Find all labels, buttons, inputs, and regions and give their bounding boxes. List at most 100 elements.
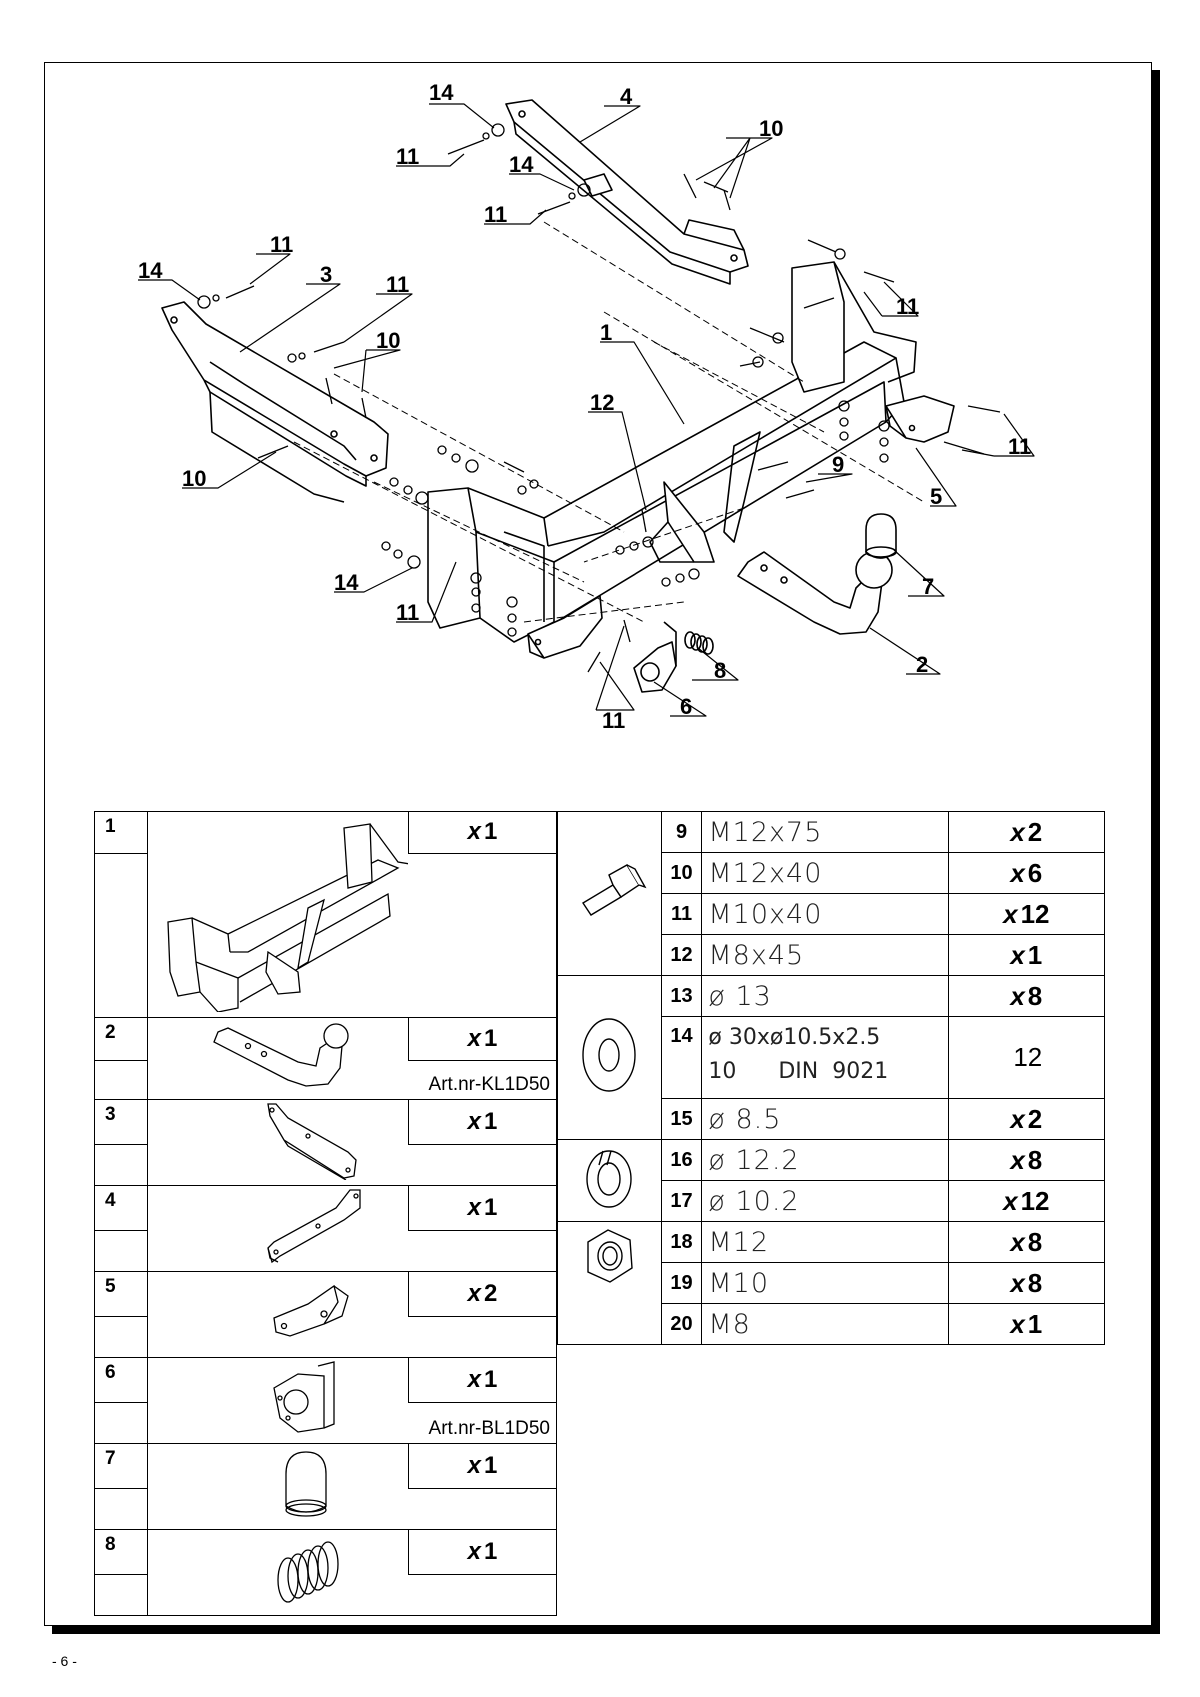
times-sign: x — [467, 1280, 481, 1308]
part-image-cell — [557, 1221, 662, 1345]
qty-value: 1 — [483, 1194, 498, 1222]
callout-label: 7 — [922, 574, 934, 599]
callout-label: 10 — [759, 116, 783, 141]
qty-value: 1 — [483, 1366, 498, 1394]
spring-8-drawing — [684, 631, 714, 655]
leader-lines — [138, 103, 1035, 717]
qty-value: 1 — [1027, 1308, 1043, 1339]
times-sign: x — [1010, 1267, 1025, 1298]
part-image-cell — [146, 1017, 409, 1100]
part-number: 7 — [94, 1442, 148, 1490]
flat-washer-icon — [582, 1018, 637, 1092]
part-spec: ø 8.5 — [701, 1098, 949, 1140]
times-sign: x — [1010, 816, 1025, 847]
part-number: 2 — [94, 1016, 148, 1062]
part-number: 20 — [660, 1303, 703, 1345]
part-spec: M12x75 — [701, 811, 949, 853]
part-spec: M10x40 — [701, 893, 949, 935]
towball-neck-icon — [213, 1023, 349, 1087]
times-sign: x — [1010, 980, 1025, 1011]
qty-value: 8 — [1027, 980, 1043, 1011]
bracket-left-icon — [267, 1103, 357, 1181]
part-number: 18 — [660, 1221, 703, 1263]
part-number: 6 — [94, 1356, 148, 1404]
callout-label: 3 — [320, 262, 332, 287]
part-number: 16 — [660, 1139, 703, 1181]
callout-label: 14 — [429, 80, 454, 105]
part-spec: M8 — [701, 1303, 949, 1345]
part-image-cell — [557, 1139, 662, 1222]
callout-label: 4 — [620, 84, 633, 109]
spec-line-2: 10 DIN 9021 — [708, 1059, 889, 1084]
qty-value: 8 — [1027, 1267, 1043, 1298]
times-sign: x — [1010, 1226, 1025, 1257]
part-number: 4 — [94, 1184, 148, 1232]
qty-value: 2 — [483, 1280, 498, 1308]
spring-washer-icon — [586, 1150, 633, 1208]
part-image-cell — [146, 1357, 409, 1444]
qty-value: 1 — [483, 1452, 498, 1480]
part-image-cell — [146, 1443, 409, 1530]
times-sign: x — [1010, 1144, 1025, 1175]
qty-value: 2 — [1027, 816, 1043, 847]
part-number: 19 — [660, 1262, 703, 1304]
callout-label: 10 — [376, 328, 400, 353]
angle-plate-icon — [273, 1284, 349, 1337]
part-spec: M12x40 — [701, 852, 949, 894]
part-number: 12 — [660, 934, 703, 976]
times-sign: x — [467, 1452, 481, 1480]
times-sign: x — [1003, 1185, 1018, 1216]
times-sign: x — [1003, 898, 1018, 929]
part-spec: ø 10.2 — [701, 1180, 949, 1222]
ball-cover-icon — [285, 1451, 327, 1517]
callout-label: 11 — [270, 232, 293, 257]
times-sign: x — [467, 818, 481, 846]
times-sign: x — [1010, 1308, 1025, 1339]
callout-label: 2 — [916, 652, 928, 677]
part-spec: ø 13 — [701, 975, 949, 1017]
part-image-cell — [146, 1271, 409, 1358]
times-sign: x — [1010, 857, 1025, 888]
callout-label: 11 — [386, 272, 409, 297]
article-number: Art.nr-BL1D50 — [408, 1402, 558, 1444]
bracket-3-drawing — [161, 301, 389, 503]
part-spec: M10 — [701, 1262, 949, 1304]
article-number: Art.nr-KL1D50 — [408, 1060, 558, 1100]
callout-label: 11 — [896, 294, 919, 319]
part-quantity: 12 — [947, 1016, 1106, 1099]
part-image-cell — [557, 975, 662, 1140]
qty-value: 1 — [483, 818, 498, 846]
part-number: 5 — [94, 1270, 148, 1318]
spring-icon — [277, 1541, 339, 1603]
callout-label: 11 — [1008, 434, 1031, 459]
qty-value: 8 — [1027, 1144, 1043, 1175]
part-number: 11 — [660, 893, 703, 935]
callout-label: 11 — [484, 202, 507, 227]
crossbar-assembly-icon — [167, 823, 410, 1013]
times-sign: x — [1010, 1103, 1025, 1134]
part-image-cell — [146, 1529, 409, 1616]
callout-label: 11 — [396, 144, 419, 169]
callout-label: 14 — [138, 258, 163, 283]
times-sign: x — [1010, 939, 1025, 970]
bracket-4-drawing — [505, 99, 749, 285]
qty-value: 1 — [483, 1538, 498, 1566]
part-spec: M12 — [701, 1221, 949, 1263]
part-number: 14 — [660, 1016, 703, 1099]
ball-cover-7-drawing — [865, 513, 897, 559]
